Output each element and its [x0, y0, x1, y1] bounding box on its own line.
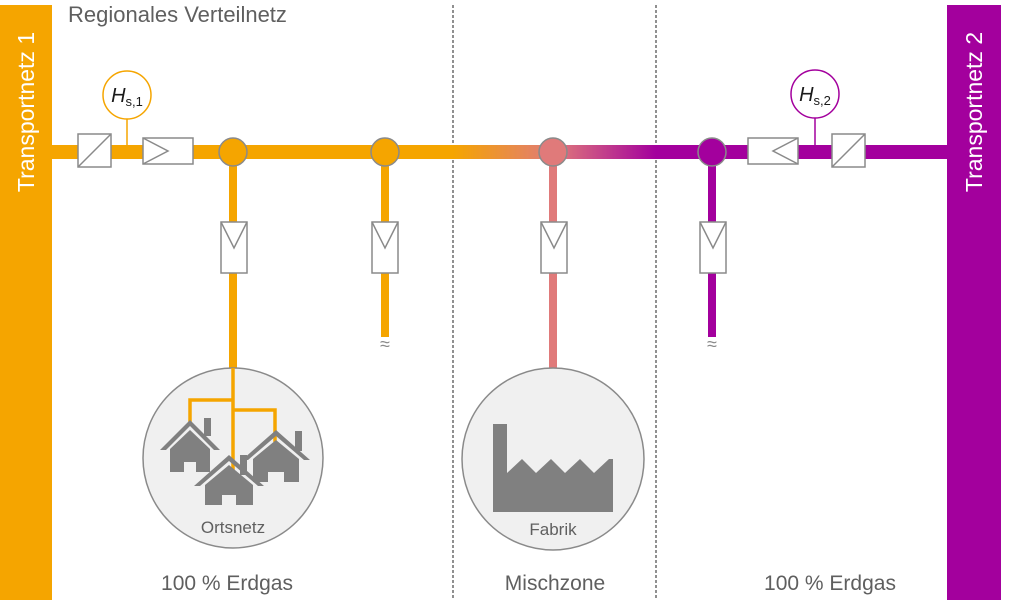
fabrik-label: Fabrik — [529, 520, 577, 539]
zone-label-left: 100 % Erdgas — [161, 572, 293, 595]
gas-meter-3 — [540, 221, 568, 274]
pipe-break-symbol-2: ≈ — [707, 334, 717, 354]
sensor-1-label: Hs,1 — [111, 85, 143, 109]
consumer-fabrik: Fabrik — [461, 367, 645, 551]
consumer-ortsnetz: Ortsnetz — [142, 367, 324, 549]
sensor-2-hs2 — [790, 69, 840, 119]
zone-label-right: 100 % Erdgas — [764, 572, 896, 595]
transportnetz-1-bar — [0, 5, 52, 600]
sensor-1-hs1 — [102, 70, 152, 120]
junction-node-1 — [218, 137, 248, 167]
zone-label-middle: Mischzone — [505, 572, 605, 595]
diagram-title: Regionales Verteilnetz — [68, 2, 287, 27]
gas-meter-1 — [220, 221, 248, 274]
gas-meter-4 — [699, 221, 727, 274]
gas-meter-2 — [371, 221, 399, 274]
transportnetz-2-bar — [947, 5, 1001, 600]
junction-node-4 — [697, 137, 727, 167]
pressure-regulator-2 — [747, 137, 799, 165]
gas-quality-converter-1 — [77, 133, 112, 168]
transportnetz-2-label: Transportnetz 2 — [961, 32, 987, 192]
pressure-regulator-1 — [142, 137, 194, 165]
ortsnetz-label: Ortsnetz — [201, 518, 265, 537]
house-icon — [242, 430, 310, 482]
house-icon — [160, 418, 220, 472]
sensor-2-label: Hs,2 — [799, 84, 831, 108]
pipe-break-symbol-1: ≈ — [380, 334, 390, 354]
junction-node-2 — [370, 137, 400, 167]
main-pipe-gas2 — [656, 145, 947, 159]
gas-quality-converter-2 — [831, 133, 866, 168]
junction-node-3 — [538, 137, 568, 167]
house-icon — [194, 455, 264, 505]
transportnetz-1-label: Transportnetz 1 — [13, 32, 39, 192]
factory-icon — [493, 424, 613, 512]
